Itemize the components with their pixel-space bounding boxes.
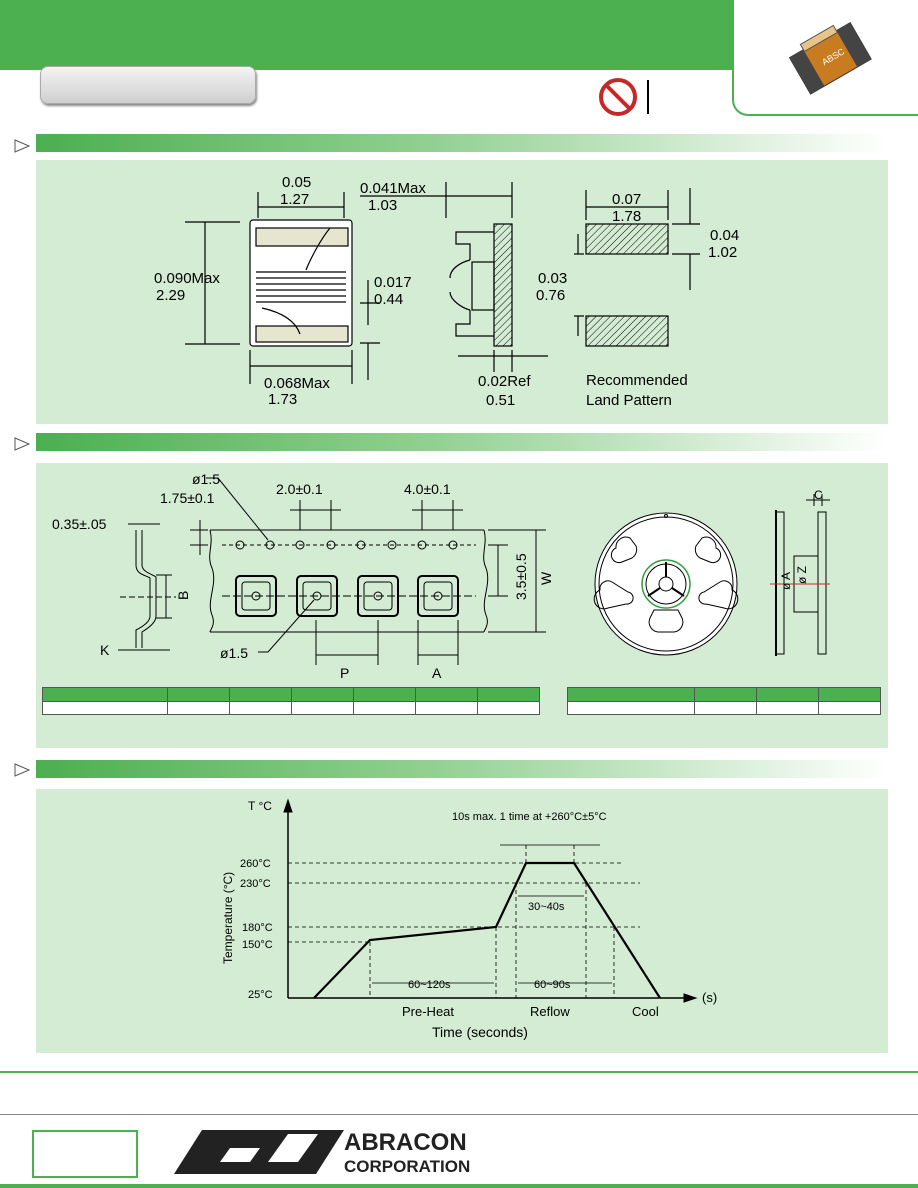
tape-pitch-p1: 4.0±0.1 [404,481,451,497]
reflow-note: 10s max. 1 time at +260°C±5°C [452,811,607,823]
tape-reel-drawing: ø1.5 1.75±0.1 2.0±0.1 4.0±0.1 0.35±.05 B… [52,471,830,681]
dim-ref-in: 0.02Ref [478,373,531,390]
title-pill [40,66,256,104]
tape-b-label: B [175,591,191,600]
tick-260: 260°C [240,858,271,870]
reflow-time: 60~90s [534,979,571,991]
abracon-logo: ABRACON CORPORATION [174,1129,470,1176]
dim-depth-in: 0.041Max [360,180,426,197]
land-caption-line1: Recommended [586,372,688,389]
section-arrow-icon [14,763,30,777]
tape-pitch-p0: 2.0±0.1 [276,481,323,497]
prohibited-icon [599,78,637,116]
header-bar [0,0,736,70]
section-bar-dimensions [36,134,888,152]
tape-thickness: 0.35±.05 [52,516,107,532]
section-bar-packaging [36,433,888,451]
rohs-badge [599,78,649,116]
reel-c-label: C [814,488,823,502]
tick-230: 230°C [240,878,271,890]
dim-ref-mm: 0.51 [486,392,515,409]
dim-gap-in: 0.017 [374,274,412,291]
reflow-profile-drawing: T °C Temperature (°C) Time (seconds) (s)… [221,798,717,1040]
reflow-panel: T °C Temperature (°C) Time (seconds) (s)… [36,789,888,1053]
tape-a-label: A [432,665,442,681]
dimensions-panel: 0.05 1.27 0.090Max 2.29 0.017 0.44 0.068… [36,160,888,424]
stage-cool: Cool [632,1004,659,1019]
packaging-panel: ø1.5 1.75±0.1 2.0±0.1 4.0±0.1 0.35±.05 B… [36,463,888,748]
reflow-y-title: Temperature (°C) [221,872,235,964]
dim-length-in: 0.068Max [264,375,330,392]
land-height-in: 0.04 [710,227,739,244]
tick-180: 180°C [242,922,273,934]
section-bar-reflow [36,760,888,778]
reel-a-label: ø A [779,572,793,590]
land-width-mm: 1.78 [612,208,641,225]
tape-pocket-dia: ø1.5 [220,645,248,661]
reflow-x-title: Time (seconds) [432,1024,528,1040]
reel-z-label: ø Z [795,566,809,584]
footer-thin-line [0,1114,918,1115]
dim-gap-mm: 0.44 [374,291,403,308]
land-width-in: 0.07 [612,191,641,208]
reflow-window: 30~40s [528,901,565,913]
reflow-x-unit: (s) [702,990,717,1005]
tape-edge-dist: 1.75±0.1 [160,490,215,506]
tape-w-label: W [538,571,554,585]
reflow-y-unit: T °C [248,799,272,813]
section-arrow-icon [14,139,30,153]
stage-preheat: Pre-Heat [402,1004,454,1019]
dim-length-mm: 1.73 [268,391,297,408]
product-image-frame: ABSC [732,0,918,116]
tape-offset: 3.5±0.5 [513,553,529,600]
reel-spec-table [567,687,881,715]
dim-width-mm: 1.27 [280,191,309,208]
logo-line1: ABRACON [344,1129,467,1156]
stage-reflow: Reflow [530,1004,570,1019]
tick-25: 25°C [248,989,273,1001]
dim-width-in: 0.05 [282,174,311,191]
dimensions-drawing: 0.05 1.27 0.090Max 2.29 0.017 0.44 0.068… [154,174,739,409]
tape-spec-table [42,687,540,715]
page-number-box [32,1130,138,1178]
land-gap-mm: 0.76 [536,287,565,304]
tape-hole-dia: ø1.5 [192,471,220,487]
preheat-time: 60~120s [408,979,451,991]
footer-divider [0,1071,918,1073]
tick-150: 150°C [242,939,273,951]
product-chip-image: ABSC [788,21,872,95]
logo-line2: CORPORATION [344,1157,470,1176]
bottom-bar [0,1184,918,1188]
land-caption-line2: Land Pattern [586,392,672,409]
dim-height-in: 0.090Max [154,270,220,287]
dim-depth-mm: 1.03 [368,197,397,214]
tape-p-label: P [340,665,349,681]
land-gap-in: 0.03 [538,270,567,287]
tape-k-label: K [100,642,110,658]
land-height-mm: 1.02 [708,244,737,261]
section-arrow-icon [14,437,30,451]
dim-height-mm: 2.29 [156,287,185,304]
